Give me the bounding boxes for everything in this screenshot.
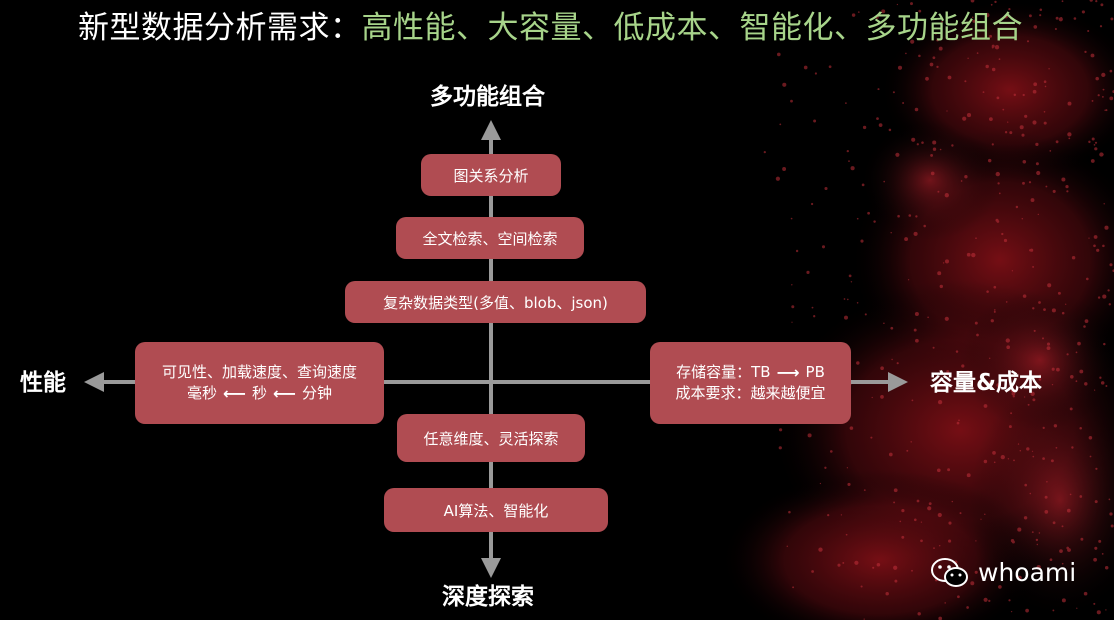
box-graph-analysis: 图关系分析	[421, 154, 561, 196]
axis-label-right: 容量&成本	[930, 370, 1043, 396]
box-complex-types: 复杂数据类型(多值、blob、json)	[345, 281, 646, 323]
box-flexible-exploration: 任意维度、灵活探索	[397, 414, 585, 462]
axis-label-top: 多功能组合	[430, 84, 545, 110]
box-performance: 可见性、加载速度、查询速度 毫秒 ⟵ 秒 ⟵ 分钟	[135, 342, 384, 424]
down-arrowhead	[481, 558, 501, 578]
capacity-from: 存储容量：TB	[676, 363, 771, 381]
capacity-to: PB	[805, 363, 825, 381]
slide-title: 新型数据分析需求：高性能、大容量、低成本、智能化、多功能组合	[78, 6, 1023, 50]
title-prefix: 新型数据分析需求：	[78, 10, 362, 46]
title-highlight: 高性能、大容量、低成本、智能化、多功能组合	[361, 10, 1023, 46]
wechat-watermark: whoami	[930, 556, 1076, 590]
right-arrow-icon: ⟶	[776, 363, 800, 382]
capacity-line2: 成本要求：越来越便宜	[675, 384, 826, 402]
box-ai-algorithms: AI算法、智能化	[384, 488, 608, 532]
performance-line2: 毫秒 ⟵ 秒 ⟵ 分钟	[187, 383, 332, 404]
left-arrow-icon: ⟵	[273, 384, 296, 403]
wechat-icon	[931, 558, 968, 587]
unit-milliseconds: 毫秒	[187, 384, 218, 402]
capacity-line1: 存储容量：TB ⟶ PB	[676, 362, 825, 383]
axis-label-left: 性能	[20, 370, 66, 396]
box-fulltext-search: 全文检索、空间检索	[396, 217, 584, 259]
box-capacity-cost: 存储容量：TB ⟶ PB 成本要求：越来越便宜	[650, 342, 851, 424]
wechat-account-name: whoami	[978, 558, 1077, 587]
unit-minutes: 分钟	[301, 384, 332, 402]
right-arrowhead	[888, 372, 908, 392]
up-arrowhead	[481, 120, 501, 140]
left-arrow-icon: ⟵	[223, 384, 246, 403]
performance-line1: 可见性、加载速度、查询速度	[161, 363, 357, 381]
unit-seconds: 秒	[251, 384, 267, 402]
axis-label-bottom: 深度探索	[442, 584, 534, 610]
left-arrowhead	[84, 372, 104, 392]
